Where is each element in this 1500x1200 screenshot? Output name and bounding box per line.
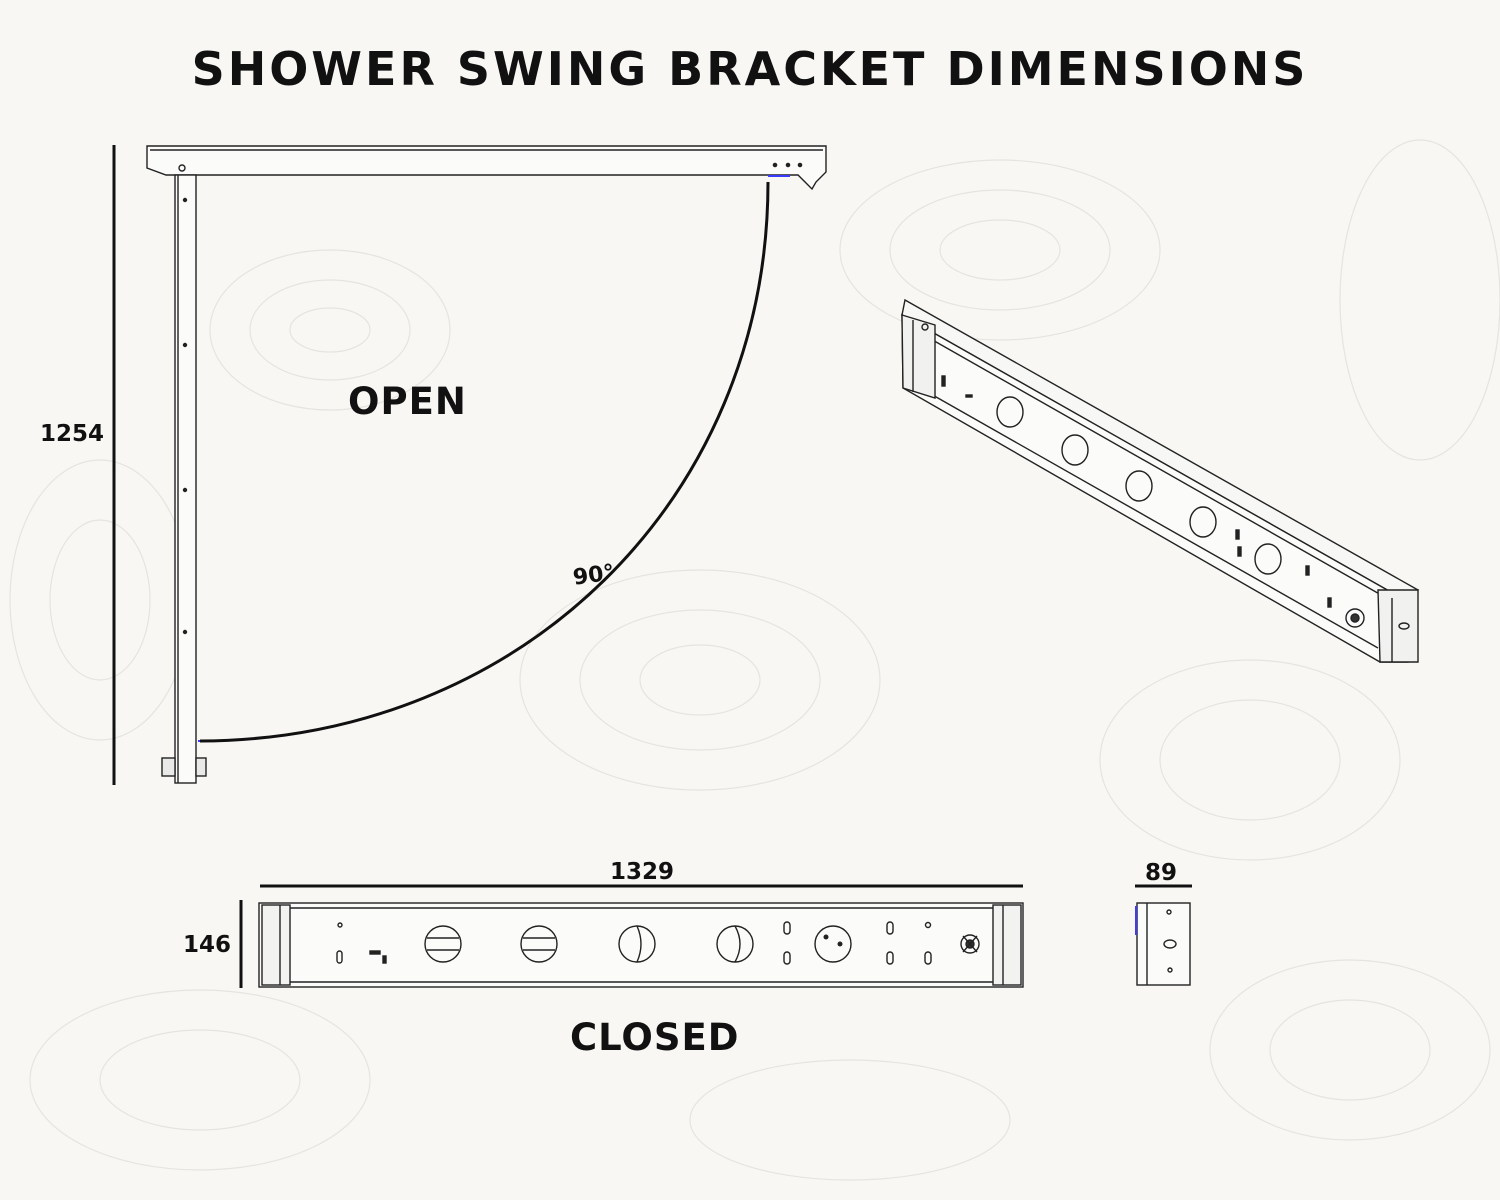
- swing-arc: [199, 181, 770, 743]
- width-dimension-label: 89: [1145, 860, 1178, 886]
- depth-dimension-label: 146: [183, 932, 232, 958]
- iso-front-face: [901, 313, 1409, 663]
- open-post: [174, 174, 197, 784]
- closed-view: [258, 902, 1024, 988]
- open-view-label: OPEN: [348, 380, 467, 423]
- height-dimension-label: 1254: [40, 421, 105, 447]
- closed-view-label: CLOSED: [570, 1016, 740, 1059]
- page-title: SHOWER SWING BRACKET DIMENSIONS: [191, 42, 1309, 96]
- length-dimension-label: 1329: [610, 859, 675, 885]
- open-view: [146, 145, 827, 784]
- open-arm: [146, 145, 827, 191]
- side-view: [1135, 902, 1191, 986]
- isometric-view: [901, 298, 1420, 663]
